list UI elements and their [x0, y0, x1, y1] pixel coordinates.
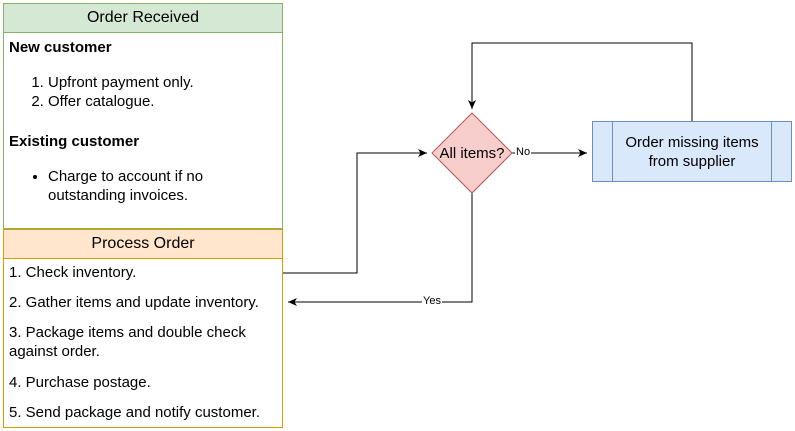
edge-yes: [288, 193, 473, 306]
supplier-label: Order missing items from supplier: [625, 133, 759, 170]
existing-customer-list: Charge to account if no outstanding invo…: [8, 167, 223, 205]
list-item: Charge to account if no outstanding invo…: [48, 167, 223, 205]
process-bar-right: [771, 122, 772, 181]
decision-label: All items?: [439, 144, 505, 162]
edge-label-yes: Yes: [422, 295, 442, 307]
process-bar-left: [612, 122, 613, 181]
new-customer-list: Upfront payment only. Offer catalogue.: [8, 73, 278, 111]
list-item: Upfront payment only.: [48, 73, 278, 92]
edge-loop-back: [468, 42, 693, 121]
order-received-header: Order Received: [3, 3, 283, 33]
supplier-process-box: Order missing items from supplier: [592, 121, 792, 182]
process-order-header: Process Order: [3, 229, 283, 259]
edge-label-no: No: [515, 146, 532, 158]
process-step: 2. Gather items and update inventory.: [9, 294, 259, 311]
order-received-body: New customer Upfront payment only. Offer…: [3, 33, 283, 229]
process-order-body: 1. Check inventory. 2. Gather items and …: [3, 259, 283, 428]
process-step: 1. Check inventory.: [9, 264, 137, 281]
decision-diamond: [431, 112, 513, 194]
process-step: 5. Send package and notify customer.: [9, 404, 260, 421]
list-item: Offer catalogue.: [48, 92, 278, 111]
process-order-title: Process Order: [91, 235, 195, 252]
order-received-title: Order Received: [86, 9, 200, 26]
edge-to-decision: [283, 149, 427, 274]
process-step: 3. Package items and double check agains…: [9, 324, 246, 360]
existing-customer-heading: Existing customer: [9, 133, 140, 150]
process-step: 4. Purchase postage.: [9, 374, 151, 391]
new-customer-heading: New customer: [9, 39, 112, 56]
